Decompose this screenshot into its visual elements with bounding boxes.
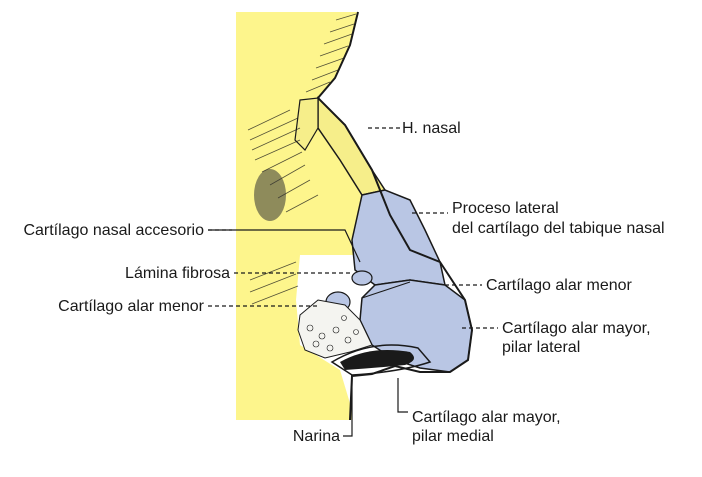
label-h-nasal: H. nasal	[402, 120, 461, 137]
label-cartilago-alar-menor-right: Cartílago alar menor	[486, 277, 632, 294]
accessory-cartilage	[351, 270, 373, 286]
shadow-cavity	[254, 169, 286, 221]
label-alar-mayor-lateral-line1: Cartílago alar mayor,	[502, 320, 651, 337]
label-proceso-lateral-line2: del cartílago del tabique nasal	[452, 220, 665, 237]
skin-lower-area	[236, 255, 352, 420]
nose-outline	[316, 11, 474, 421]
label-lamina-fibrosa: Lámina fibrosa	[125, 265, 230, 282]
fibrofatty-texture	[306, 315, 359, 352]
lateral-process-cartilage	[351, 189, 446, 286]
label-cartilago-alar-menor-left: Cartílago alar menor	[58, 298, 204, 315]
bone-hatching	[247, 13, 357, 305]
label-proceso-lateral-line1: Proceso lateral	[452, 200, 559, 217]
label-cartilago-nasal-accesorio: Cartílago nasal accesorio	[23, 222, 204, 239]
fibrofatty-tissue	[297, 299, 373, 359]
leader-lines	[208, 127, 498, 437]
cartilage-divider	[361, 281, 411, 299]
label-alar-mayor-medial-line2: pilar medial	[412, 428, 494, 445]
label-alar-mayor-lateral-line2: pilar lateral	[502, 339, 581, 356]
label-narina: Narina	[292, 428, 340, 445]
nostril	[340, 349, 414, 370]
label-alar-mayor-medial-line1: Cartílago alar mayor,	[412, 409, 561, 426]
